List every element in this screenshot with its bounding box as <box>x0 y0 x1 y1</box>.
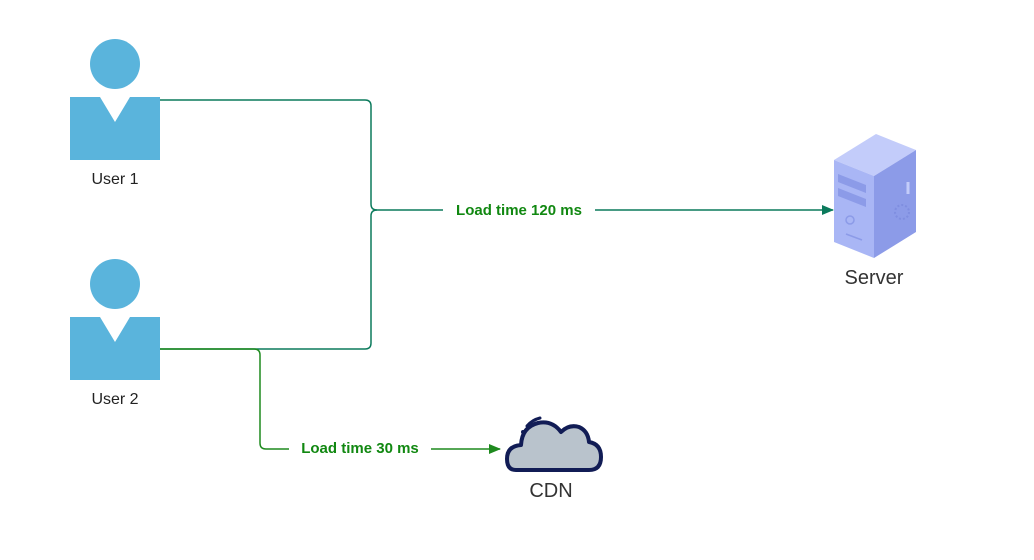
cloud-icon <box>505 416 603 472</box>
connector-user2 <box>160 209 378 350</box>
connector-cdn <box>160 348 501 454</box>
node-label: User 2 <box>91 391 138 408</box>
edge-label-bg <box>289 440 431 458</box>
node-label: Server <box>845 267 904 289</box>
server-icon <box>834 134 916 258</box>
node-label: CDN <box>529 480 572 502</box>
node-user1[interactable]: User 1 <box>70 39 160 188</box>
edge-label-server: Load time 120 ms <box>456 202 582 219</box>
edge-user2-to-cdn: Load time 30 ms <box>160 348 501 458</box>
edge-users-to-server: Load time 120 ms <box>160 99 834 350</box>
user-icon <box>70 259 160 380</box>
node-label: User 1 <box>91 171 138 188</box>
node-cdn[interactable]: CDN <box>505 416 603 502</box>
user-icon <box>70 39 160 160</box>
node-server[interactable]: Server <box>834 134 916 289</box>
connector-user1 <box>160 99 834 215</box>
edge-label-bg <box>443 201 595 219</box>
edge-label-cdn: Load time 30 ms <box>301 440 419 457</box>
node-user2[interactable]: User 2 <box>70 259 160 408</box>
